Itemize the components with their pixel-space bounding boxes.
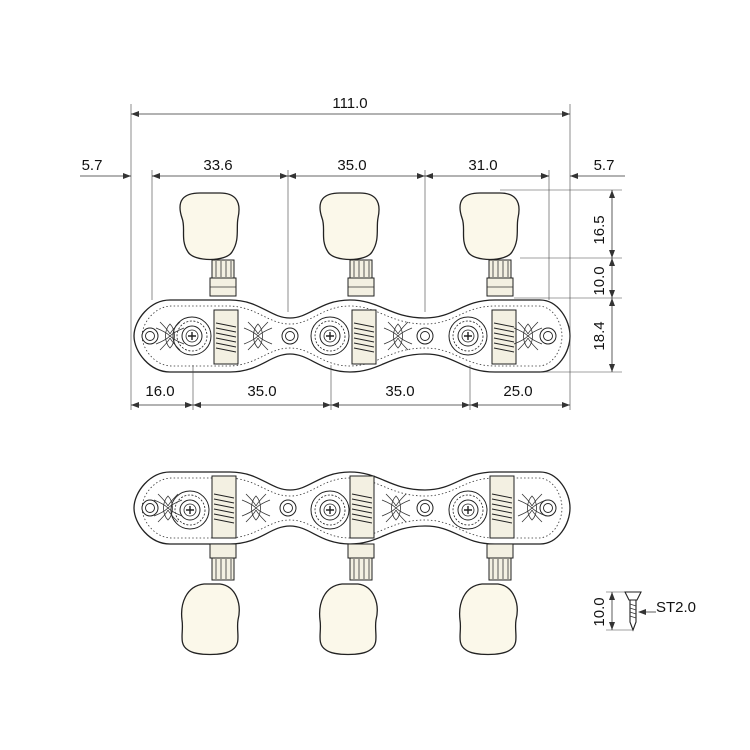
mounting-hole-right xyxy=(539,327,557,345)
tuner-knob-1 xyxy=(179,192,240,297)
tuner-knob-2 xyxy=(319,192,380,297)
dim-overall-width: 111.0 xyxy=(332,95,367,112)
mounting-hole-left xyxy=(141,327,159,345)
tuner-knob-bottom-1 xyxy=(180,543,240,656)
screw-length: 10.0 xyxy=(591,597,608,626)
bottom-view xyxy=(133,471,571,656)
tuner-knob-bottom-2 xyxy=(318,543,378,656)
dim-spacing-2: 35.0 xyxy=(337,157,366,174)
dim-shaft-height: 10.0 xyxy=(591,266,608,295)
dimensions-top: 111.0 5.7 33.6 35.0 31.0 5.7 16.5 10.0 1… xyxy=(80,95,625,410)
screw-detail: 10.0 ST2.0 xyxy=(591,591,696,632)
tuner-knob-3 xyxy=(459,192,520,297)
dim-bottom-left: 16.0 xyxy=(145,383,174,400)
tuner-knob-bottom-3 xyxy=(458,543,518,656)
mounting-hole-mid-2 xyxy=(416,327,434,345)
gear-2 xyxy=(310,316,350,356)
dim-bottom-right: 25.0 xyxy=(503,383,532,400)
screw-label: ST2.0 xyxy=(656,599,696,616)
dim-left-margin: 5.7 xyxy=(82,157,103,174)
dim-bottom-spacing-1: 35.0 xyxy=(247,383,276,400)
top-view xyxy=(133,192,571,373)
dim-plate-height: 18.4 xyxy=(591,321,608,350)
dim-button-height: 16.5 xyxy=(591,215,608,244)
mounting-hole-mid-1 xyxy=(281,327,299,345)
dim-right-margin: 5.7 xyxy=(594,157,615,174)
dim-bottom-spacing-2: 35.0 xyxy=(385,383,414,400)
gear-1 xyxy=(172,316,212,356)
dim-spacing-3: 31.0 xyxy=(468,157,497,174)
gear-3 xyxy=(448,316,488,356)
dim-spacing-1: 33.6 xyxy=(203,157,232,174)
